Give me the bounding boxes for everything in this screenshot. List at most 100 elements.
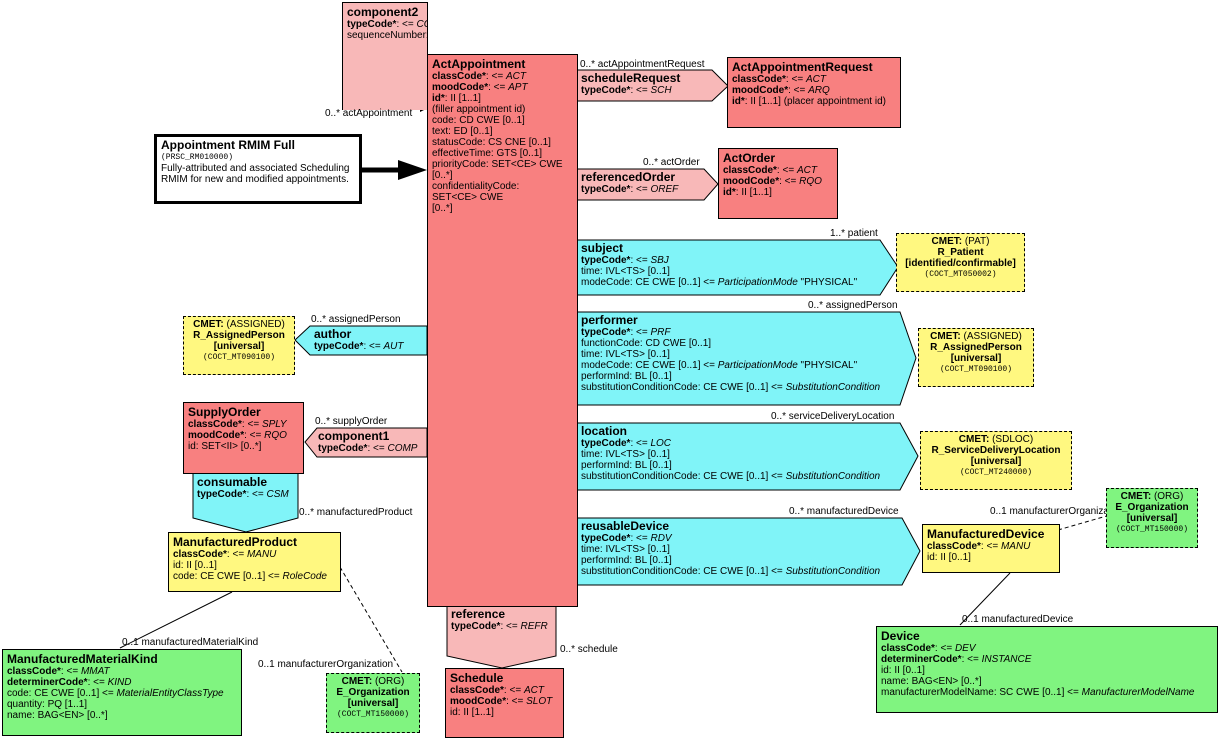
author-typecode-value: AUT	[383, 341, 404, 352]
cmet-org-device-code: (ORG)	[1151, 491, 1184, 502]
schedule-id: id: II [1..1]	[450, 707, 494, 718]
cmet-assigned-performer-box: CMET: (ASSIGNED) R_AssignedPerson [unive…	[918, 328, 1034, 387]
cmet-assigned-performer-variant: [universal]	[950, 353, 1002, 364]
device-model-name: manufacturerModelName: SC CWE [0..1] <=	[881, 687, 1082, 698]
label-assigned-person-performer: 0..* assignedPerson	[808, 300, 898, 311]
consumable-typecode-key: typeCode*	[197, 489, 247, 500]
reference-title: reference	[451, 607, 506, 621]
label-manufactured-device-2: 0..1 manufacturedDevice	[962, 614, 1074, 625]
component2-typecode-key: typeCode*	[347, 19, 397, 30]
schedule-box: Schedule classCode*: <= ACT moodCode*: <…	[445, 668, 564, 738]
act-appointment-moodcode-value: APT	[508, 82, 528, 93]
cmet-assigned-author-name: R_AssignedPerson	[193, 330, 285, 341]
cmet-assigned-performer-label: CMET:	[930, 331, 961, 342]
schedule-classcode-op: : <=	[503, 685, 524, 696]
mmk-code: code: CE CWE [0..1] <=	[7, 688, 117, 699]
performer-typecode-key: typeCode*	[581, 327, 631, 338]
label-act-appointment: 0..* actAppointment	[325, 108, 413, 119]
mmk-determiner-key: determinerCode*	[7, 677, 88, 688]
act-order-classcode-value: ACT	[796, 165, 817, 176]
manufactured-product-classcode-key: classCode*	[173, 549, 227, 560]
manufactured-product-code-domain: RoleCode	[282, 571, 327, 582]
aar-classcode-op: : <=	[785, 74, 806, 85]
entry-point-title: Appointment RMIM Full	[161, 138, 295, 152]
mmk-classcode-value: MMAT	[80, 666, 110, 677]
author-typecode-key: typeCode*	[314, 341, 364, 352]
manufactured-product-box: ManufacturedProduct classCode*: <= MANU …	[168, 532, 341, 592]
label-service-delivery-location: 0..* serviceDeliveryLocation	[771, 411, 895, 422]
mmk-name: name: BAG<EN> [0..*]	[7, 710, 108, 721]
cmet-org-material-label: CMET:	[341, 676, 373, 687]
mmk-code-domain: MaterialEntityClassType	[116, 688, 224, 699]
schedule-request-title: scheduleRequest	[581, 71, 681, 85]
act-order-moodcode-value: RQO	[799, 176, 822, 187]
manufactured-device-id: id: II [0..1]	[927, 552, 971, 563]
reference-typecode-value: REFR	[520, 621, 548, 632]
cmet-org-device-name: E_Organization	[1115, 502, 1189, 513]
subject-modecode-domain: ParticipationMode	[717, 277, 798, 288]
aar-moodcode-key: moodCode*	[732, 85, 789, 96]
mmk-quantity: quantity: PQ [1..1]	[7, 699, 88, 710]
aar-classcode-value: ACT	[805, 74, 826, 85]
device-id: id: II [0..1]	[881, 665, 925, 676]
act-appointment-id-value: : II [1..1]	[444, 93, 481, 104]
reusable-device-typecode-op: : <=	[630, 533, 651, 544]
reusable-device-substitution-domain: SubstitutionCondition	[785, 566, 881, 577]
device-classcode-key: classCode*	[881, 643, 935, 654]
manufactured-product-code: code: CE CWE [0..1] <=	[173, 571, 283, 582]
manufactured-material-kind-title: ManufacturedMaterialKind	[7, 652, 158, 666]
location-typecode-op: : <=	[630, 438, 651, 449]
device-determiner-value: INSTANCE	[981, 654, 1032, 665]
cmet-assigned-performer-code: (ASSIGNED)	[960, 331, 1022, 342]
act-appointment-classcode-key: classCode*	[432, 71, 486, 82]
act-order-title: ActOrder	[723, 151, 776, 165]
aar-moodcode-value: ARQ	[808, 85, 830, 96]
referenced-order-typecode-op: : <=	[630, 184, 651, 195]
mmk-determiner-op: : <=	[87, 677, 108, 688]
aar-classcode-key: classCode*	[732, 74, 786, 85]
act-appointment-status: statusCode: CS CNE [0..1]	[432, 137, 551, 148]
subject-text: subject typeCode*: <= SBJ time: IVL<TS> …	[581, 241, 857, 288]
manufactured-device-classcode-op: : <=	[980, 541, 1001, 552]
cmet-sdloc-variant: [universal]	[970, 456, 1022, 467]
manufactured-device-title: ManufacturedDevice	[927, 527, 1045, 541]
schedule-moodcode-value: SLOT	[526, 696, 553, 707]
manufactured-device-classcode-value: MANU	[1000, 541, 1031, 552]
cmet-org-device-id: (COCT_MT150000)	[1115, 525, 1188, 534]
act-order-classcode-op: : <=	[776, 165, 797, 176]
device-org-connector	[1057, 514, 1111, 531]
label-manufacturer-org-device: 0..1 manufacturerOrganization	[990, 506, 1126, 517]
device-box: Device classCode*: <= DEV determinerCode…	[876, 626, 1218, 713]
cmet-assigned-performer-id: (COCT_MT090100)	[939, 365, 1012, 374]
label-assigned-person-author: 0..* assignedPerson	[311, 314, 401, 325]
act-order-classcode-key: classCode*	[723, 165, 777, 176]
manufactured-product-classcode-op: : <=	[226, 549, 247, 560]
cmet-sdloc-id: (COCT_MT240000)	[959, 468, 1032, 477]
location-substitution-domain: SubstitutionCondition	[785, 471, 881, 482]
manufactured-product-id: id: II [0..1]	[173, 560, 217, 571]
subject-typecode-key: typeCode*	[581, 255, 631, 266]
act-appointment-confidentiality-card: [0..*]	[432, 203, 453, 214]
schedule-request-typecode-op: : <=	[630, 85, 651, 96]
schedule-request-typecode-key: typeCode*	[581, 85, 631, 96]
label-manufacturer-org-material: 0..1 manufacturerOrganization	[258, 659, 394, 670]
act-appointment-classcode-op: : <=	[485, 71, 506, 82]
act-appointment-confidentiality: confidentialityCode:	[432, 181, 520, 192]
reusable-device-title: reusableDevice	[581, 519, 670, 533]
reference-typecode-op: : <=	[500, 621, 521, 632]
cmet-sdloc-name: R_ServiceDeliveryLocation	[931, 445, 1061, 456]
act-appointment-priority-card: [0..*]	[432, 170, 453, 181]
cmet-org-material-name: E_Organization	[336, 687, 410, 698]
supply-order-classcode-key: classCode*	[188, 419, 242, 430]
author-typecode-op: : <=	[363, 341, 384, 352]
location-title: location	[581, 424, 628, 438]
device-determiner-key: determinerCode*	[881, 654, 962, 665]
mmk-classcode-op: : <=	[60, 666, 81, 677]
performer-text: performer typeCode*: <= PRF functionCode…	[581, 313, 880, 393]
aar-id-key: id*	[732, 96, 745, 107]
performer-typecode-value: PRF	[650, 327, 671, 338]
schedule-request-text: scheduleRequest typeCode*: <= SCH	[581, 71, 680, 96]
act-appointment-request-title: ActAppointmentRequest	[732, 60, 873, 74]
supply-order-classcode-op: : <=	[241, 419, 262, 430]
mmk-classcode-key: classCode*	[7, 666, 61, 677]
